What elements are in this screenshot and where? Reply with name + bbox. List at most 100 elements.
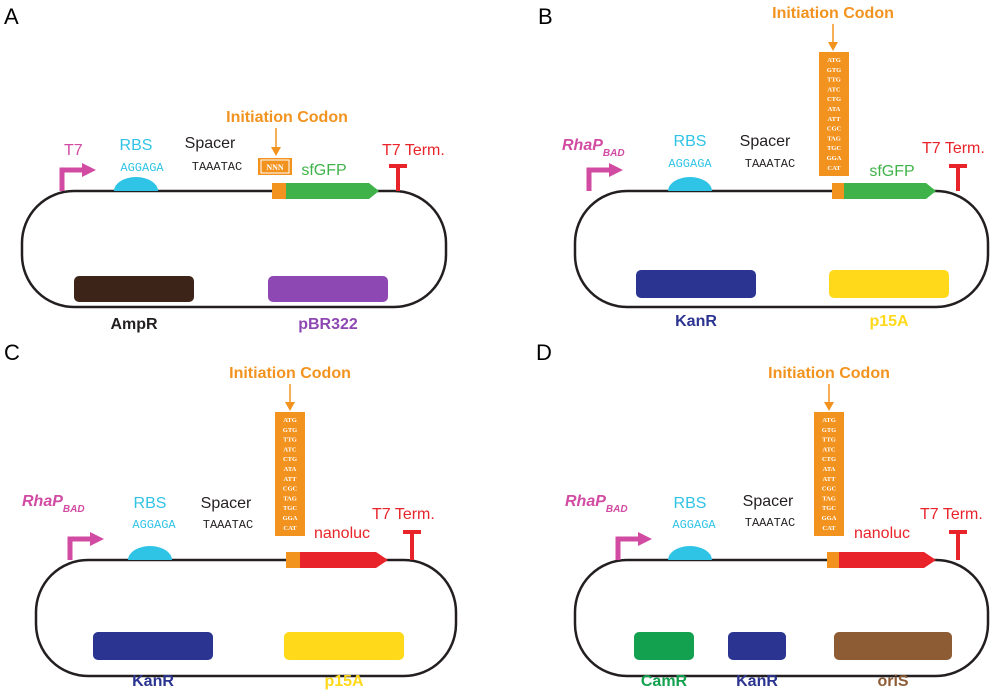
promoter-arrow <box>586 163 623 191</box>
codon-text: GGA <box>283 515 298 522</box>
marker-label-kanr: KanR <box>675 313 717 330</box>
plasmid-backbone <box>573 189 990 309</box>
initiation-codon-label: Initiation Codon <box>772 5 894 22</box>
codon-text: CTG <box>827 96 841 103</box>
marker-box-pbr322 <box>268 276 388 302</box>
marker-box-p15a <box>829 270 949 298</box>
marker-label-p15a: p15A <box>869 313 909 330</box>
codon-text: CAT <box>822 525 836 532</box>
initiation-codon-label: Initiation Codon <box>229 365 351 382</box>
promoter-label: RhaPBAD <box>565 493 628 515</box>
marker-label-kanr: KanR <box>132 673 174 690</box>
codon-text: CGC <box>827 126 842 133</box>
panel-letter: D <box>536 340 552 365</box>
codon-text: CTG <box>283 456 297 463</box>
spacer-sequence: TAAATAC <box>745 157 795 171</box>
codon-text: TGC <box>827 145 841 152</box>
marker-box-p15a <box>284 632 404 660</box>
codon-text: ATG <box>283 417 297 424</box>
codon-box: NNN <box>258 158 292 175</box>
spacer-sequence: TAAATAC <box>192 160 242 174</box>
spacer-label: Spacer <box>740 133 791 150</box>
rbs-sequence: AGGAGA <box>672 518 716 532</box>
panel-letter: C <box>4 340 20 365</box>
terminator-symbol <box>403 530 421 560</box>
codon-text: ATT <box>284 476 298 483</box>
plasmid-backbone <box>573 558 990 678</box>
plasmid-backbone <box>34 558 458 678</box>
codon-text: TTG <box>827 77 841 84</box>
initiation-arrow <box>271 128 281 156</box>
codon-text: TAG <box>827 135 841 142</box>
marker-label-kanr: KanR <box>736 673 778 690</box>
terminator-symbol <box>389 164 407 191</box>
terminator-symbol <box>949 164 967 191</box>
codon-text: GTG <box>827 67 841 74</box>
panel-d: D RhaPBAD RBS AGGAGA Spacer TAAATAC Init… <box>536 340 990 690</box>
spacer-label: Spacer <box>743 493 794 510</box>
terminator-label: T7 Term. <box>920 506 983 523</box>
initiation-arrow <box>285 384 295 411</box>
codon-text: ATC <box>827 86 841 93</box>
codon-text: TAG <box>283 495 297 502</box>
codon-text: ATG <box>822 417 836 424</box>
rbs-symbol <box>668 177 712 191</box>
codon-text: TGC <box>283 505 297 512</box>
marker-box-oris <box>834 632 952 660</box>
marker-box-camr <box>634 632 694 660</box>
codon-text: TTG <box>822 437 836 444</box>
rbs-sequence: AGGAGA <box>668 157 712 171</box>
initiation-arrow <box>828 24 838 51</box>
codon-text: ATA <box>284 466 297 473</box>
promoter-arrow <box>67 532 104 560</box>
codon-text: GTG <box>822 427 836 434</box>
panel-a: A T7 RBS AGGAGA Spacer TAAATAC Initiatio… <box>4 4 448 333</box>
promoter-label: RhaPBAD <box>562 137 625 159</box>
spacer-sequence: TAAATAC <box>203 518 253 532</box>
spacer-label: Spacer <box>201 495 252 512</box>
marker-label-camr: CamR <box>641 673 688 690</box>
codon-text: CTG <box>822 456 836 463</box>
rbs-symbol <box>668 546 712 560</box>
gene-label: nanoluc <box>854 525 910 542</box>
codon-text: CAT <box>283 525 297 532</box>
marker-label-oris: oriS <box>877 673 908 690</box>
start-codon-marker <box>286 552 300 568</box>
gene-label: nanoluc <box>314 525 370 542</box>
marker-label-pbr322: pBR322 <box>298 316 358 333</box>
codon-text: TTG <box>283 437 297 444</box>
terminator-label: T7 Term. <box>922 140 985 157</box>
gene-arrow <box>300 552 388 568</box>
start-codon-marker <box>832 183 844 199</box>
marker-label-p15a: p15A <box>324 673 364 690</box>
codon-text: ATA <box>823 466 836 473</box>
codon-text: TAG <box>822 495 836 502</box>
rbs-label: RBS <box>674 495 707 512</box>
codon-text: CGC <box>283 486 298 493</box>
rbs-label: RBS <box>134 495 167 512</box>
promoter-arrow <box>615 532 652 560</box>
rbs-label: RBS <box>120 137 153 154</box>
panel-letter: B <box>538 4 553 29</box>
gene-label: sfGFP <box>301 162 346 179</box>
terminator-symbol <box>949 530 967 560</box>
marker-box-ampr <box>74 276 194 302</box>
promoter-arrow <box>59 163 96 191</box>
codon-text: ATC <box>283 446 297 453</box>
start-codon-marker <box>827 552 839 568</box>
gene-arrow <box>286 183 379 199</box>
codon-text: GTG <box>283 427 297 434</box>
codon-text: CAT <box>827 165 841 172</box>
gene-arrow <box>844 183 936 199</box>
codon-box: ATG GTG TTG ATC CTG ATA ATT CGC TAG TGC GGA CAT <box>275 412 305 536</box>
codon-text: ATA <box>828 106 841 113</box>
codon-text: TGC <box>822 505 836 512</box>
promoter-label: T7 <box>64 142 83 159</box>
codon-text: ATG <box>827 57 841 64</box>
start-codon-marker <box>272 183 286 199</box>
gene-arrow <box>839 552 936 568</box>
rbs-sequence: AGGAGA <box>120 161 164 175</box>
